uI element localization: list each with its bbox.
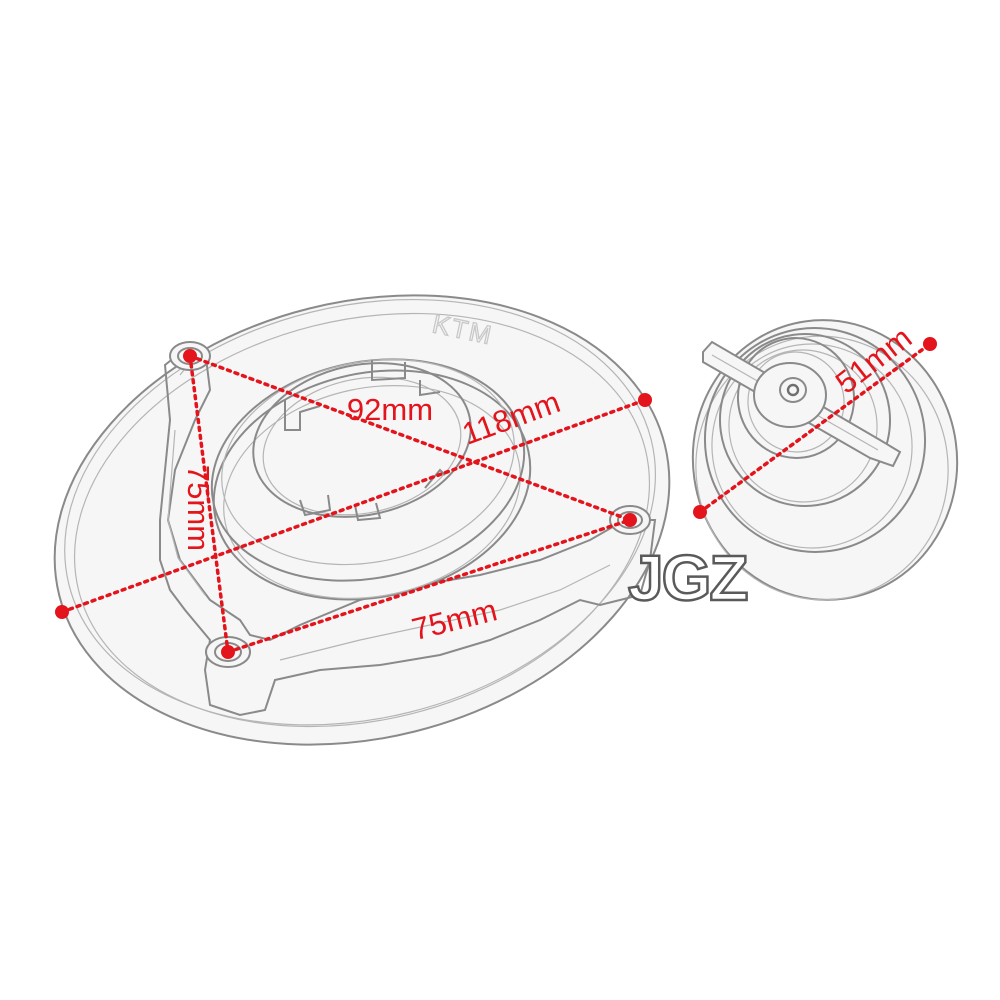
dimension-endpoint-dot-1 [623, 513, 637, 527]
dimension-endpoint-dot-2 [55, 605, 69, 619]
dimension-label-left: 75mm [181, 465, 216, 551]
dimension-endpoint-dot-3 [638, 393, 652, 407]
dimension-endpoint-dot-5 [693, 505, 707, 519]
cap-hub [753, 362, 827, 428]
brand-logo: JGZ [628, 542, 747, 614]
dimension-endpoint-dot-4 [221, 645, 235, 659]
dimension-line-left [188, 354, 230, 654]
dimension-line-bottom [226, 518, 632, 654]
center-boss [210, 358, 532, 601]
dimension-endpoint-dot-6 [923, 337, 937, 351]
dimension-line-cap-diameter [698, 342, 932, 514]
dimension-line-outer-diameter [60, 398, 647, 614]
dimension-line-diag [188, 354, 632, 522]
mounting-bracket [159, 343, 657, 717]
dimension-label-diag: 92mm [347, 392, 433, 427]
dimension-endpoint-dot-0 [183, 349, 197, 363]
